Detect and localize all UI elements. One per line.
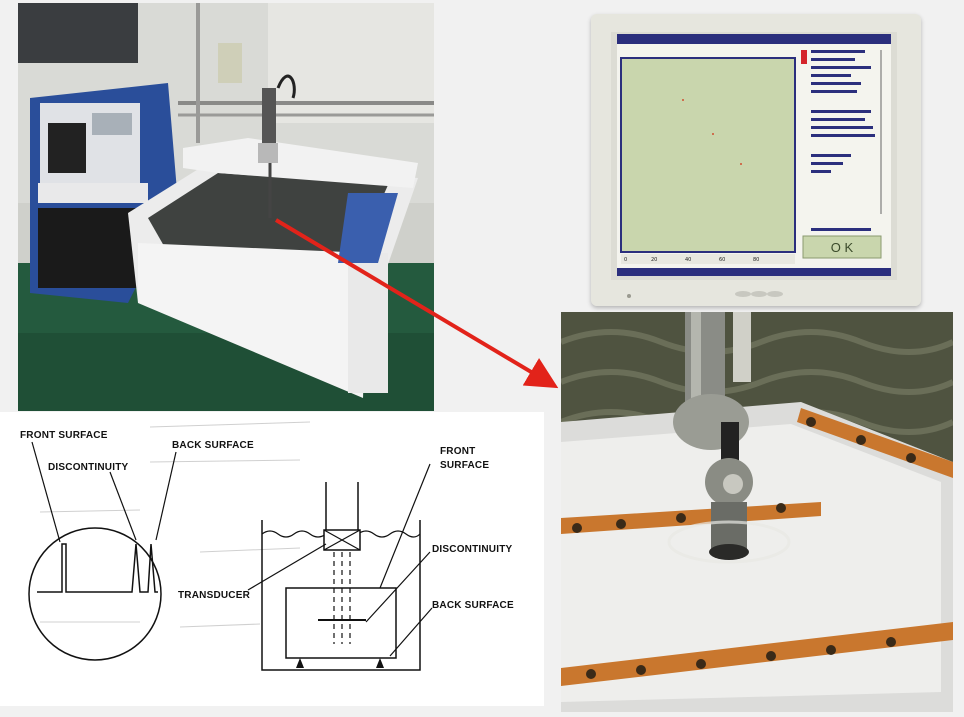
c-scan-monitor: 0 20 40 60 80 O K [591, 14, 921, 306]
test-specimen [285, 587, 397, 659]
a-scan-circle [28, 527, 162, 661]
svg-text:40: 40 [685, 257, 691, 263]
label-front-surface-left: FRONT SURFACE [20, 430, 108, 441]
c-scan-plot [620, 57, 796, 253]
monitor-illustration: 0 20 40 60 80 O K [591, 14, 921, 306]
ultrasonic-test-schematic: FRONT SURFACE DISCONTINUITY BACK SURFACE [0, 412, 544, 706]
svg-text:20: 20 [651, 257, 657, 263]
schematic-drawing: FRONT SURFACE DISCONTINUITY BACK SURFACE [20, 421, 514, 671]
label-back-surface-left: BACK SURFACE [172, 440, 254, 451]
label-discontinuity-right: DISCONTINUITY [432, 544, 513, 555]
ok-button-label: O K [831, 240, 854, 255]
photo-immersion-test-machine [18, 3, 434, 411]
machine-photo-illustration [18, 3, 434, 411]
photo-transducer-closeup [561, 312, 953, 712]
immersion-tank [261, 520, 421, 671]
label-transducer: TRANSDUCER [178, 590, 251, 601]
svg-text:60: 60 [719, 257, 725, 263]
a-scan-trace [37, 543, 158, 593]
label-front-surface-right-line1: FRONT [440, 446, 475, 457]
ok-button[interactable] [802, 235, 882, 259]
svg-text:0: 0 [624, 257, 627, 263]
svg-text:80: 80 [753, 257, 759, 263]
label-back-surface-right: BACK SURFACE [432, 600, 514, 611]
label-front-surface-right-line2: SURFACE [440, 460, 489, 471]
label-discontinuity-left: DISCONTINUITY [48, 462, 129, 473]
closeup-photo-illustration [561, 312, 953, 712]
